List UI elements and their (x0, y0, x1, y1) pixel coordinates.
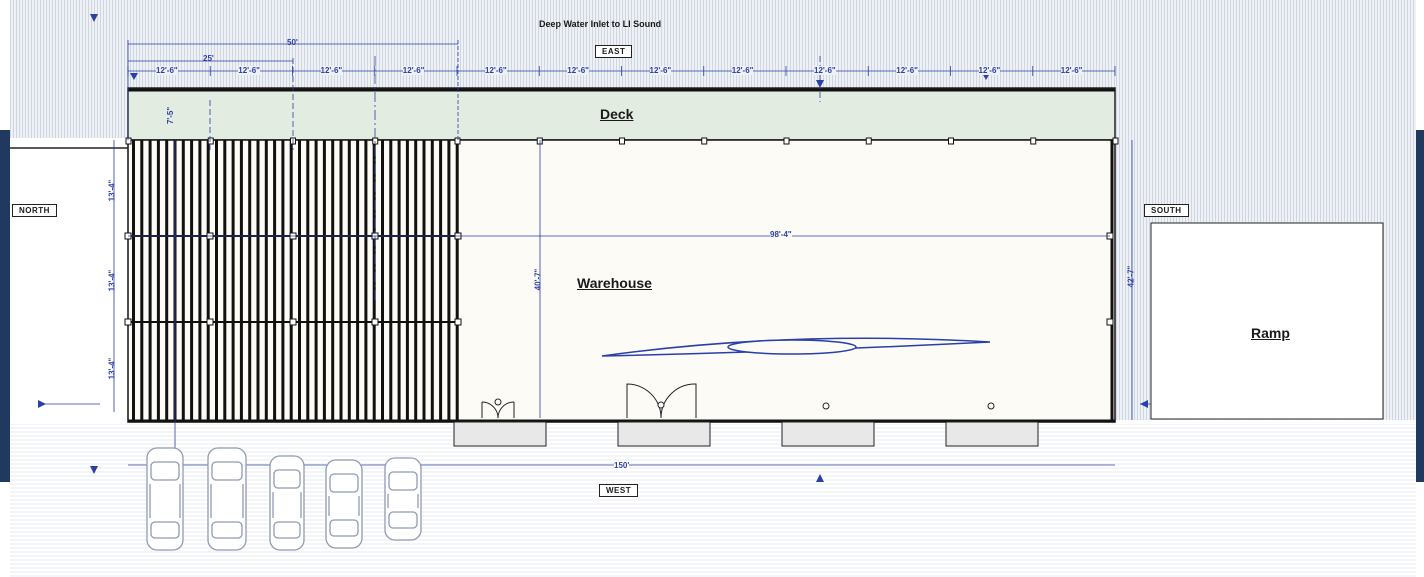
column (1106, 318, 1114, 326)
overall-top-dimension: 50' (287, 38, 298, 47)
rack-slat (198, 140, 202, 422)
bay-dimension: 12'-6" (731, 66, 754, 75)
bay-tick (948, 137, 954, 145)
row-spacing-dimension-3: 13'-4" (107, 357, 117, 380)
rack-slat (190, 140, 194, 422)
ramp-area (1150, 222, 1384, 420)
half-top-dimension: 25' (203, 54, 214, 63)
bay-tick (783, 137, 790, 145)
rack-slat (156, 140, 160, 422)
west-label: WEST (599, 484, 639, 497)
east-label: EAST (595, 45, 633, 58)
floor-plan: Deep Water Inlet to LI Sound EAST WEST N… (10, 0, 1416, 577)
bay-dimension: 12'-6" (649, 66, 672, 75)
rack-slat (239, 140, 243, 422)
rack-slat (206, 140, 210, 422)
column (206, 318, 214, 326)
rack-slat (447, 140, 451, 422)
rack-slat (298, 140, 301, 422)
building-depth-dimension: 42'-7" (1126, 265, 1136, 288)
bay-tick (701, 137, 708, 145)
column (371, 318, 379, 326)
rack-slat (215, 140, 218, 422)
bay-tick (454, 137, 461, 145)
rack-slat (231, 140, 235, 422)
rack-slat (414, 140, 418, 422)
rack-slat (405, 140, 409, 422)
rack-slat (322, 140, 326, 422)
column (289, 318, 297, 326)
boat-icon (601, 337, 991, 357)
rack-slat (132, 140, 135, 422)
rack-slat (364, 140, 368, 422)
deck-depth-dimension: 7'-5" (166, 106, 176, 125)
rack-slat (372, 140, 376, 422)
bay-dimension: 12'-6" (156, 66, 178, 75)
rack-slat (223, 140, 227, 422)
car-icon (146, 447, 184, 551)
bay-tick (865, 137, 872, 145)
rack-slat (256, 140, 260, 422)
ramp-label: Ramp (1251, 325, 1290, 341)
rack-slat (439, 140, 443, 422)
car-icon (384, 457, 422, 541)
bay-dimension: 12'-6" (485, 66, 507, 75)
row-spacing-dimension-2: 13'-4" (107, 269, 117, 292)
deck-area (127, 87, 1116, 141)
bay-tick (207, 137, 214, 145)
parking-cars (146, 447, 422, 551)
deck-label: Deck (600, 106, 634, 122)
rack-slat (389, 140, 393, 422)
rack-slat (455, 140, 459, 422)
rack-slat (281, 140, 285, 422)
warehouse-depth-dimension: 40'-7" (533, 268, 543, 291)
bay-tick (1112, 137, 1119, 145)
column (124, 318, 132, 326)
rack-slat (356, 140, 360, 422)
bay-tick (125, 137, 132, 145)
bay-dimension: 12'-6" (814, 66, 836, 75)
car-icon (325, 459, 363, 549)
rack-slat (339, 140, 343, 422)
bay-tick (619, 137, 625, 145)
bay-dimension: 12'-6" (402, 66, 425, 75)
door-icon (481, 383, 697, 419)
bay-dimension: 12'-6" (238, 66, 260, 75)
rack-slat (347, 140, 351, 422)
rack-slat (148, 140, 152, 422)
rack-slat (140, 140, 144, 422)
rack-slat (306, 140, 310, 422)
rack-slat (397, 140, 401, 422)
north-label: NORTH (12, 204, 57, 217)
rack-slat (381, 140, 384, 422)
rack-slat (181, 140, 185, 422)
south-label: SOUTH (1144, 204, 1189, 217)
column (454, 318, 462, 326)
rack-slat (248, 140, 252, 422)
car-icon (207, 447, 247, 551)
bay-tick (1030, 137, 1037, 145)
bay-dimension: 12'-6" (1060, 66, 1083, 75)
rack-slat (422, 140, 426, 422)
rack-slat (289, 140, 293, 422)
plan-drawing (10, 14, 1384, 551)
car-icon (269, 455, 305, 551)
bay-dimension: 12'-6" (567, 66, 589, 75)
bay-dimension: 12'-6" (320, 66, 343, 75)
rack-slat (430, 140, 434, 422)
rack-slat (314, 140, 318, 422)
plan-title: Deep Water Inlet to LI Sound (539, 19, 662, 29)
bay-dimension: 12'-6" (896, 66, 918, 75)
rack-slat (165, 140, 169, 422)
rack-slat (273, 140, 277, 422)
overall-length-dimension: 150' (614, 461, 630, 470)
row-spacing-dimension-1: 13'-4" (107, 179, 117, 202)
rack-slat (264, 140, 268, 422)
warehouse-label: Warehouse (577, 275, 652, 291)
warehouse-width-dimension: 98'-4" (770, 230, 792, 239)
rack-slat (331, 140, 335, 422)
bay-dimension: 12'-6" (978, 66, 1001, 75)
